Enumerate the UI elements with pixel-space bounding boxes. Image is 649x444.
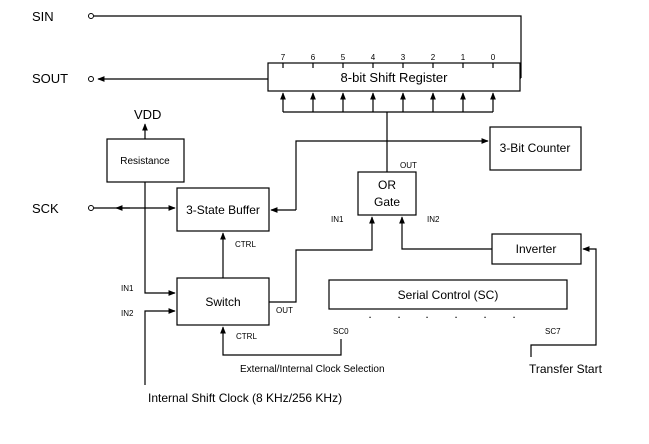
bit-label: 1 xyxy=(461,53,466,62)
pin-sck-terminal xyxy=(88,205,94,211)
shift-register-label: 8-bit Shift Register xyxy=(341,70,449,85)
transfer-start-caption: Transfer Start xyxy=(529,362,603,376)
clock-selection-caption: External/Internal Clock Selection xyxy=(240,364,385,375)
transfer-start-wire xyxy=(530,246,597,357)
bit-label: 5 xyxy=(341,53,346,62)
switch-ctrl-label: CTRL xyxy=(236,332,257,341)
pin-sck-label: SCK xyxy=(32,201,59,216)
or-in2-label: IN2 xyxy=(427,215,440,224)
switch-out-label: OUT xyxy=(276,306,293,315)
pin-sout-label: SOUT xyxy=(32,71,68,86)
sc-dot: . xyxy=(425,307,428,321)
bit-labels: 7 6 5 4 3 2 1 0 xyxy=(281,53,496,62)
three-state-buffer-block: 3-State Buffer xyxy=(176,187,270,232)
sc-dot: . xyxy=(368,307,371,321)
three-bit-counter-label: 3-Bit Counter xyxy=(500,141,571,155)
switch-in1-label: IN1 xyxy=(121,284,134,293)
shift-register-bit-ticks xyxy=(282,63,494,68)
serial-control-label: Serial Control (SC) xyxy=(398,288,499,302)
three-state-buffer-label: 3-State Buffer xyxy=(186,203,260,217)
switch-block: Switch xyxy=(176,277,270,326)
pin-vdd-label: VDD xyxy=(134,107,161,122)
or-gate-label-line1: OR xyxy=(378,178,396,192)
sck-switch-in1-wire xyxy=(144,208,176,296)
inverter-block: Inverter xyxy=(491,233,582,265)
three-bit-counter-block: 3-Bit Counter xyxy=(489,126,582,171)
switch-in2-label: IN2 xyxy=(121,309,134,318)
clock-bus xyxy=(280,92,496,113)
serial-control-block: Serial Control (SC) xyxy=(328,279,568,310)
inverter-label: Inverter xyxy=(516,242,557,256)
buffer-ctrl-label: CTRL xyxy=(235,240,256,249)
sin-wire xyxy=(94,15,522,78)
bit-label: 6 xyxy=(311,53,316,62)
pin-sout-terminal xyxy=(88,76,94,82)
or-in1-label: IN1 xyxy=(331,215,344,224)
resistance-label: Resistance xyxy=(120,156,170,167)
sc7-label: SC7 xyxy=(545,327,561,336)
switch-label: Switch xyxy=(205,295,240,309)
bit-label: 7 xyxy=(281,53,286,62)
serial-control-dots: . . . . . . xyxy=(368,307,515,321)
or-gate-block: OR Gate xyxy=(357,171,417,216)
shift-register-block: 8-bit Shift Register xyxy=(267,62,521,92)
inverter-or-in2-wire xyxy=(399,216,492,250)
bit-label: 3 xyxy=(401,53,406,62)
internal-clock-caption: Internal Shift Clock (8 KHz/256 KHz) xyxy=(148,391,342,405)
internal-clock-wire xyxy=(144,308,176,385)
sc-dot: . xyxy=(483,307,486,321)
bit-label: 2 xyxy=(431,53,436,62)
or-out-label: OUT xyxy=(400,161,417,170)
sc-dot: . xyxy=(512,307,515,321)
pin-sin-terminal xyxy=(88,13,94,19)
sc-dot: . xyxy=(454,307,457,321)
bit-label: 0 xyxy=(491,53,496,62)
counter-feed-wire xyxy=(295,138,489,210)
sc-dot: . xyxy=(397,307,400,321)
sc0-switch-ctrl-wire xyxy=(220,326,342,356)
resistance-block: Resistance xyxy=(106,138,185,183)
sc0-label: SC0 xyxy=(333,327,349,336)
pin-sin-label: SIN xyxy=(32,9,54,24)
bit-label: 4 xyxy=(371,53,376,62)
switch-or-in1-wire xyxy=(269,216,375,303)
or-gate-label-line2: Gate xyxy=(374,195,400,209)
